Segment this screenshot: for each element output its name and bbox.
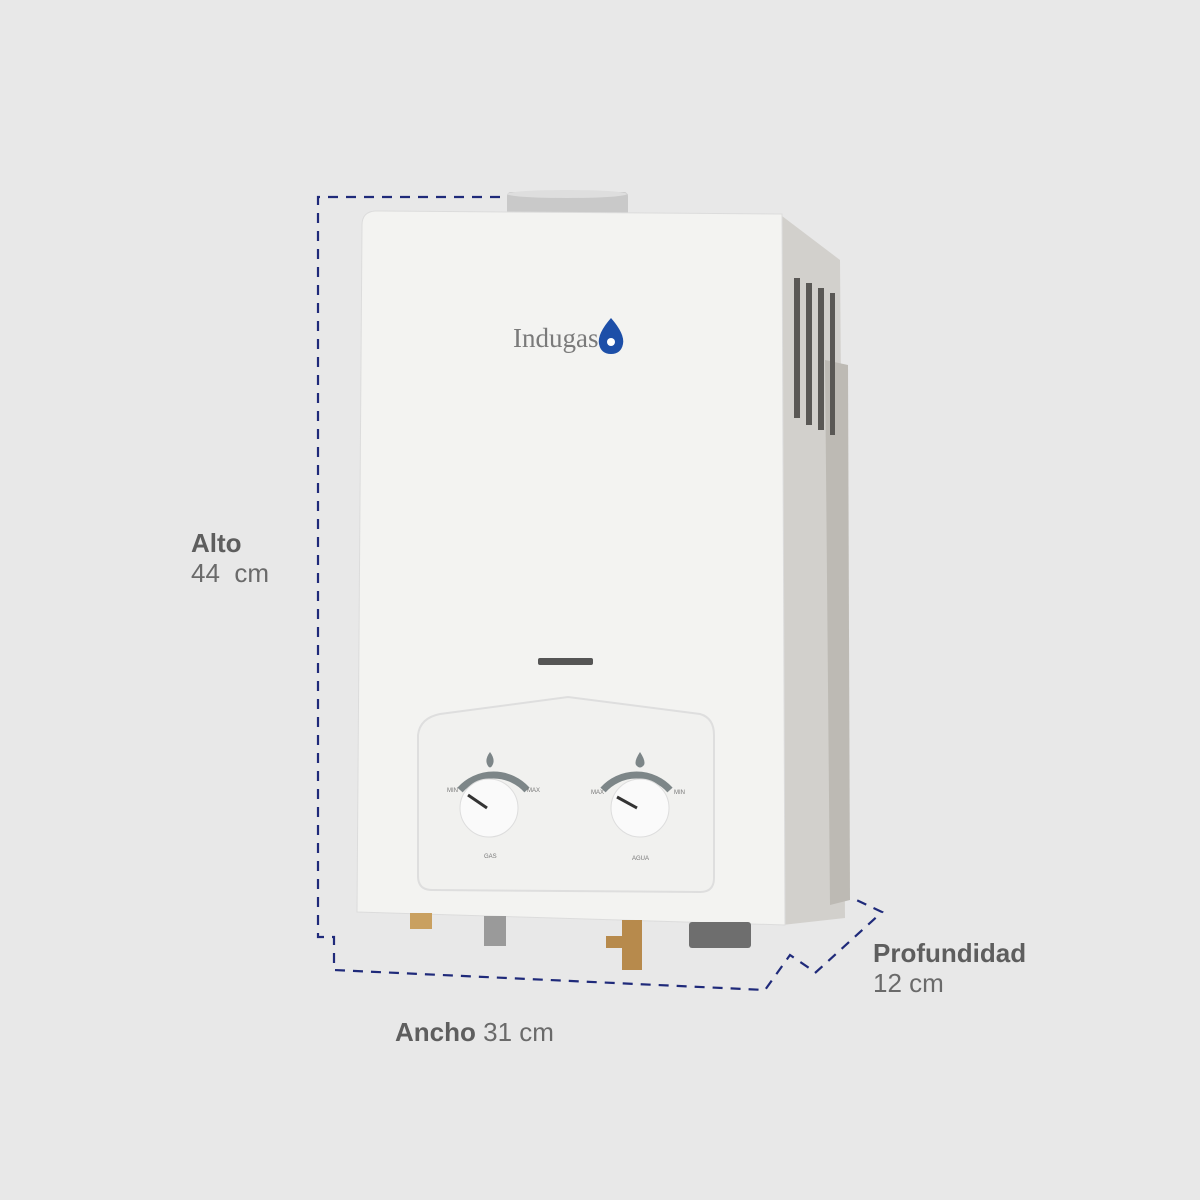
gas-max-label: MAX (527, 788, 541, 794)
agua-knob-label: AGUA (632, 856, 650, 862)
flame-icon (486, 752, 494, 768)
agua-min-label: MIN (674, 790, 685, 796)
agua-max-label: MAX (591, 790, 605, 796)
brand-logo: Indugas (513, 323, 599, 353)
gas-knob-label: GAS (484, 854, 497, 860)
width-label: Ancho (395, 1017, 476, 1047)
brand-logo-icon (598, 318, 624, 354)
dimension-lines (316, 195, 884, 992)
gas-min-label: MIN (447, 788, 458, 794)
height-label: Alto (191, 528, 242, 558)
water-drop-icon (635, 752, 645, 768)
depth-label: Profundidad (873, 938, 1027, 968)
depth-dimension: Profundidad 12 cm (873, 938, 1026, 998)
width-dimension: Ancho 31 cm (395, 1017, 554, 1047)
height-value: 44 cm (191, 558, 270, 588)
depth-value: 12 cm (873, 968, 944, 998)
height-dimension: Alto 44 cm (191, 528, 269, 588)
width-value: 31 cm (483, 1017, 554, 1047)
